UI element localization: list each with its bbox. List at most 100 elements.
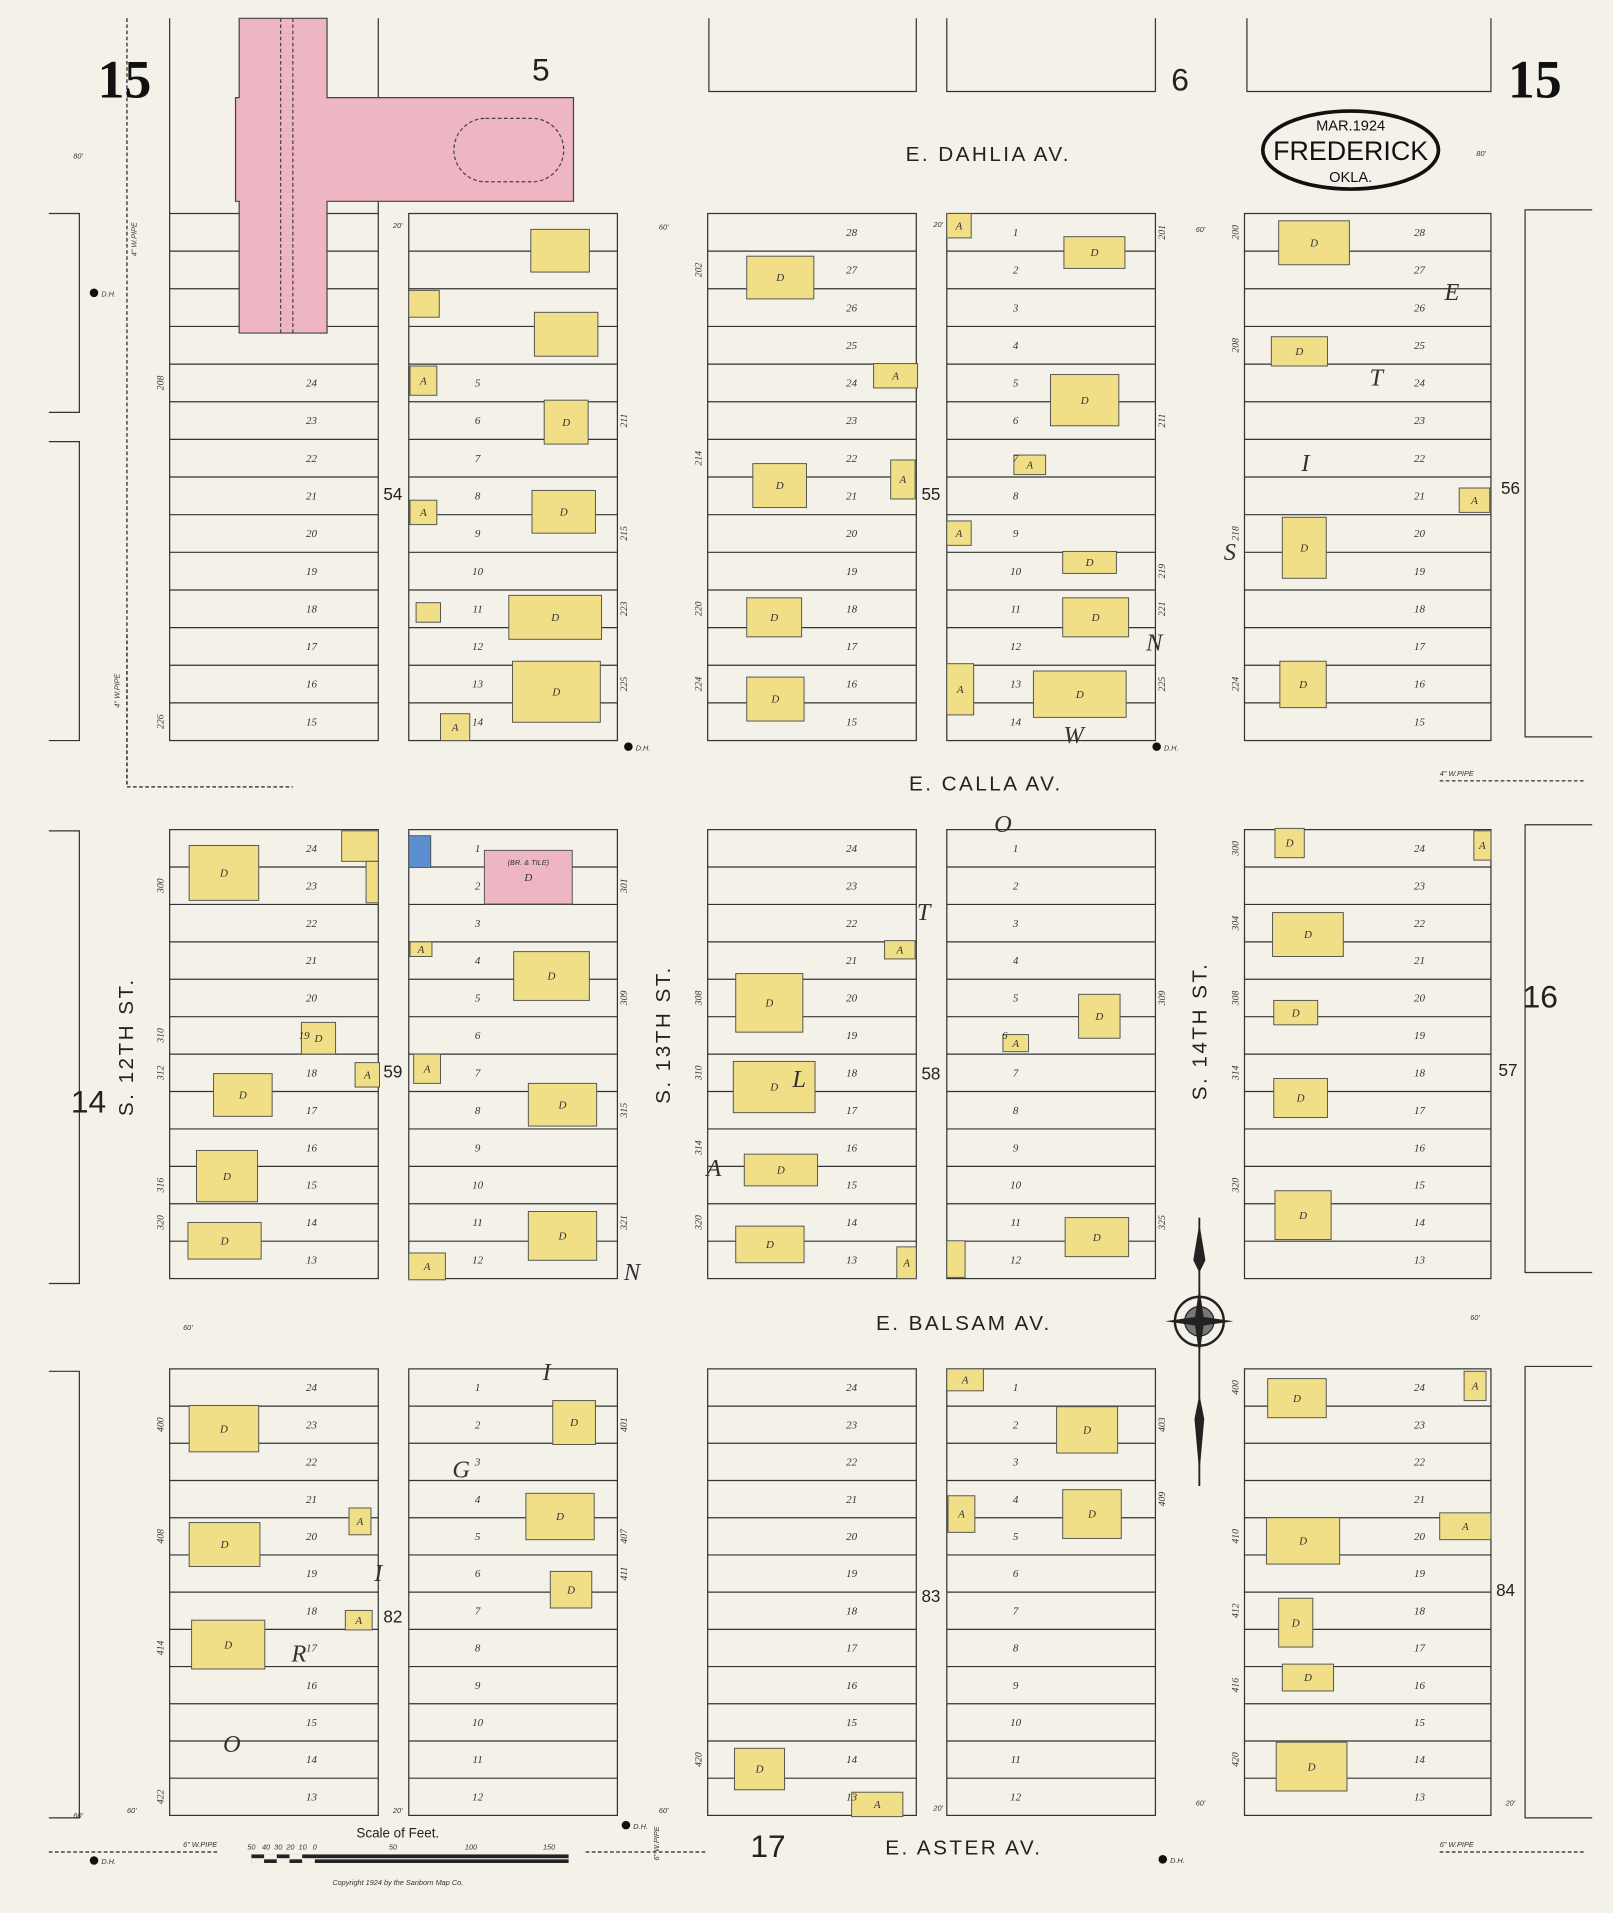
- lot-number: 11: [1011, 603, 1021, 615]
- lot-number: 19: [846, 566, 857, 578]
- street-address: 400: [1230, 1380, 1241, 1395]
- dwelling-building: [341, 830, 379, 862]
- block-number: 83: [921, 1587, 940, 1606]
- building-label: A: [356, 1516, 364, 1528]
- lot-number: 15: [1414, 716, 1425, 728]
- street-width-label: 60': [1470, 1313, 1480, 1322]
- scale-segment: [251, 1858, 265, 1863]
- dwelling-building: [1273, 999, 1319, 1026]
- lot-number: 7: [1013, 1067, 1019, 1079]
- lot-number: 10: [1010, 1180, 1021, 1192]
- dwelling-building: [746, 676, 805, 722]
- street-address: 408: [156, 1529, 167, 1544]
- lot-number: 18: [306, 603, 317, 615]
- street-width-label: 60': [659, 1806, 669, 1815]
- dwelling-building: [1278, 220, 1350, 266]
- lot-number: 13: [1414, 1791, 1425, 1803]
- street-address: 201: [1157, 225, 1168, 240]
- building-label: D: [569, 1417, 578, 1429]
- partial-block-outline: [1524, 1365, 1593, 1819]
- lot-number: 4: [1013, 340, 1019, 352]
- lot-number: 17: [846, 1105, 857, 1117]
- lot-number: 13: [472, 679, 483, 691]
- building-label: D: [1298, 679, 1307, 691]
- lot-number: 18: [306, 1605, 317, 1617]
- brick-tile-dwelling: [483, 849, 573, 905]
- dwelling-building: [734, 1747, 786, 1791]
- lot-number: 20: [1414, 993, 1425, 1005]
- lot-number: 11: [473, 603, 483, 615]
- lot-number: 24: [846, 843, 857, 855]
- lot-number: 16: [846, 1142, 857, 1154]
- building-label: D: [770, 694, 779, 706]
- street-address: 320: [156, 1215, 167, 1231]
- lot-number: 10: [1010, 1717, 1021, 1729]
- partial-block-outline: [48, 441, 80, 742]
- building-label: D: [559, 506, 568, 518]
- building-label: D: [1091, 612, 1100, 624]
- street-width-label: 60': [73, 1811, 83, 1820]
- copyright-notice: Copyright 1924 by the Sanborn Map Co.: [332, 1878, 463, 1887]
- street-address: 407: [619, 1528, 630, 1544]
- dwelling-building: [300, 1021, 337, 1055]
- building-label: D: [555, 1511, 564, 1523]
- street-address: 403: [1157, 1417, 1168, 1432]
- street-address: 200: [1230, 225, 1241, 240]
- street-address: 224: [694, 677, 705, 692]
- dwelling-building: [1062, 1489, 1122, 1539]
- dwelling-building: [1265, 1517, 1341, 1565]
- building-label: D: [219, 1423, 228, 1435]
- lot-number: 19: [1414, 1568, 1425, 1580]
- building-label: A: [955, 220, 963, 232]
- scale-title: Scale of Feet.: [356, 1825, 439, 1840]
- street-13th: S. 13TH ST.: [652, 965, 675, 1104]
- street-address: 414: [156, 1641, 167, 1656]
- street-address: 312: [156, 1065, 167, 1081]
- lot-number: 22: [846, 1457, 857, 1469]
- street-address: 220: [694, 601, 705, 616]
- building-label: D: [238, 1090, 247, 1102]
- scale-segment: [289, 1854, 303, 1859]
- title-cartouche: MAR.1924 FREDERICK OKLA.: [1260, 109, 1441, 191]
- lot-number: 4: [1013, 955, 1019, 967]
- lot-number: 16: [846, 679, 857, 691]
- lot-number: 7: [475, 1605, 481, 1617]
- lot-number: 20: [306, 528, 317, 540]
- dwelling-building: [187, 1221, 262, 1260]
- building-label: A: [891, 370, 899, 382]
- lot-number: 24: [306, 1382, 317, 1394]
- fire-hydrant-icon: [1158, 1855, 1168, 1864]
- building-label: D: [523, 872, 532, 884]
- hydrant-label: D.H.: [1170, 1856, 1185, 1865]
- street-width-label: 20': [1505, 1799, 1516, 1808]
- lot-number: 13: [1414, 1255, 1425, 1267]
- lot-number: 23: [306, 1419, 317, 1431]
- lot-number: 22: [1414, 453, 1425, 465]
- lot-number: 2: [475, 1419, 481, 1431]
- fire-hydrant-icon: [621, 1820, 631, 1830]
- hydrant-label: D.H.: [636, 743, 651, 752]
- lot-number: 24: [1414, 378, 1425, 390]
- building-label: A: [1471, 1381, 1479, 1393]
- lot-number: 11: [473, 1754, 483, 1766]
- street-address: 422: [156, 1789, 167, 1804]
- building-label: D: [1298, 1210, 1307, 1222]
- lot-number: 12: [1010, 1791, 1021, 1803]
- building-label: D: [1082, 1425, 1091, 1437]
- lot-number: 27: [1414, 265, 1425, 277]
- block-number: 58: [921, 1065, 940, 1084]
- lot-number: 3: [1012, 302, 1019, 314]
- lot-number: 15: [1414, 1717, 1425, 1729]
- auto-garage-building: [408, 1252, 446, 1281]
- building-label: D: [1291, 1007, 1300, 1019]
- lot-number: 17: [846, 641, 857, 653]
- building-label: D: [566, 1584, 575, 1596]
- subdivision-name-letter: I: [373, 1560, 384, 1587]
- hydrant-label: D.H.: [633, 1822, 648, 1831]
- block-number: 57: [1499, 1061, 1518, 1080]
- lot-number: 3: [474, 918, 481, 930]
- dwelling-building: [735, 1225, 805, 1264]
- lot-number: 6: [475, 415, 481, 427]
- lot-number: 23: [1414, 1419, 1425, 1431]
- auto-garage-building: [946, 1368, 984, 1392]
